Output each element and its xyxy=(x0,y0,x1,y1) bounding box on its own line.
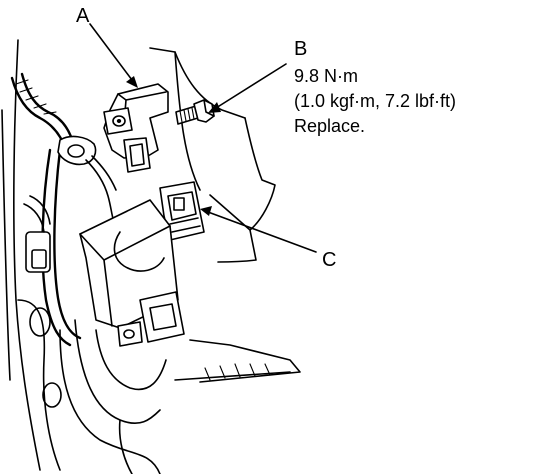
callout-b-torque: 9.8 N·m xyxy=(294,66,358,86)
callout-a: A xyxy=(76,5,90,27)
callout-c: C xyxy=(322,249,336,271)
callout-b-note: Replace. xyxy=(294,116,365,136)
leader-lines xyxy=(89,23,317,253)
callout-b: B xyxy=(294,38,307,60)
bolt-b xyxy=(175,99,215,125)
control-unit-box xyxy=(79,199,185,347)
wiring-harness xyxy=(10,72,119,347)
callout-b-torque-alt: (1.0 kgf·m, 7.2 lbf·ft) xyxy=(294,91,456,111)
body-frame xyxy=(1,39,301,474)
sensor-a xyxy=(103,83,169,173)
